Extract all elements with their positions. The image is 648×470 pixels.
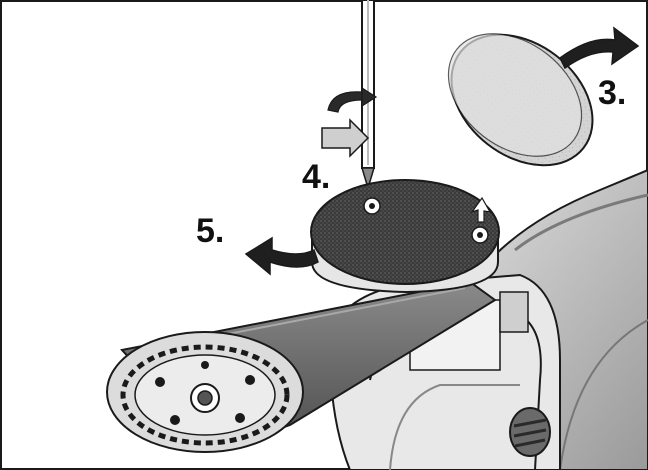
up-arrow-icon <box>470 196 492 223</box>
screwdriver <box>360 0 376 191</box>
spindle-lock-knob <box>509 407 551 457</box>
backing-pad <box>310 179 500 294</box>
felt-pad <box>447 33 594 167</box>
rotate-arrow-icon <box>321 86 378 158</box>
step-5-label: 5. <box>196 212 224 250</box>
remove-arrow-icon <box>559 26 640 70</box>
turn-arrow-icon <box>244 236 319 276</box>
toothed-disc <box>106 331 304 453</box>
step-4-label: 4. <box>302 158 330 196</box>
step-3-label: 3. <box>598 74 626 112</box>
mount-bracket <box>499 291 529 333</box>
